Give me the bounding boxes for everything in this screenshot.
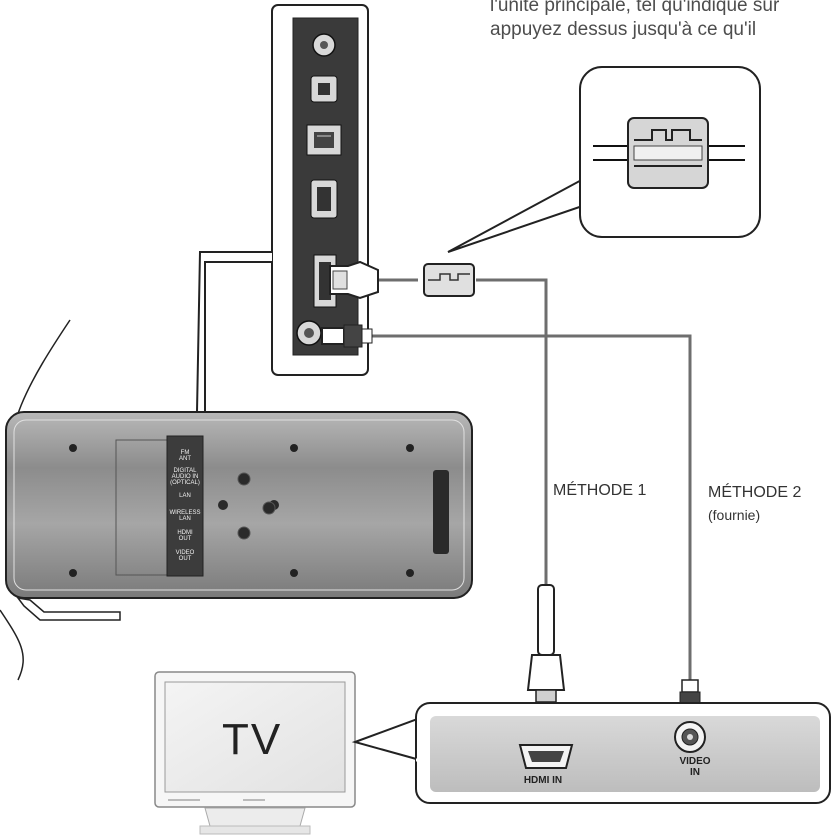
video-plug-unit-icon	[321, 324, 373, 348]
ferrite-on-cable-icon	[423, 263, 475, 297]
method-2-title: MÉTHODE 2	[708, 484, 802, 501]
method-1-label: MÉTHODE 1	[553, 482, 647, 499]
video-in-label: VIDEO IN	[679, 756, 711, 778]
instruction-line-1: l'unité principale, tel qu'indiqué sur	[490, 0, 780, 16]
back-panel-closeup	[271, 4, 369, 376]
instruction-text: l'unité principale, tel qu'indiqué sur a…	[490, 0, 832, 42]
cables	[372, 278, 692, 680]
instruction-line-2: appuyez dessus jusqu'à ce qu'il	[490, 19, 757, 40]
hdmi-in-label: HDMI IN	[523, 775, 563, 786]
wireless-lan-jack-icon	[310, 179, 338, 219]
fm-antenna-jack-icon	[312, 33, 336, 57]
tv-back-panel	[351, 702, 831, 804]
tv-set	[154, 671, 356, 835]
panel-label-lan: LAN	[179, 493, 191, 499]
tv-screen-label: TV	[222, 715, 283, 764]
hdmi-in-port-icon	[518, 744, 574, 769]
video-in-port-icon	[674, 721, 706, 753]
main-unit	[5, 411, 473, 621]
method-2-note: (fournie)	[708, 507, 761, 523]
ferrite-core-callout	[447, 66, 761, 253]
hdmi-plug-unit-icon	[329, 260, 379, 300]
optical-jack-icon	[310, 75, 338, 103]
method-2-label: MÉTHODE 2 (fournie)	[708, 482, 801, 526]
hdmi-plug-tv-icon	[526, 584, 566, 742]
lan-jack-icon	[306, 124, 342, 156]
ferrite-core-icon	[627, 117, 709, 189]
video-out-jack-icon	[296, 320, 322, 346]
